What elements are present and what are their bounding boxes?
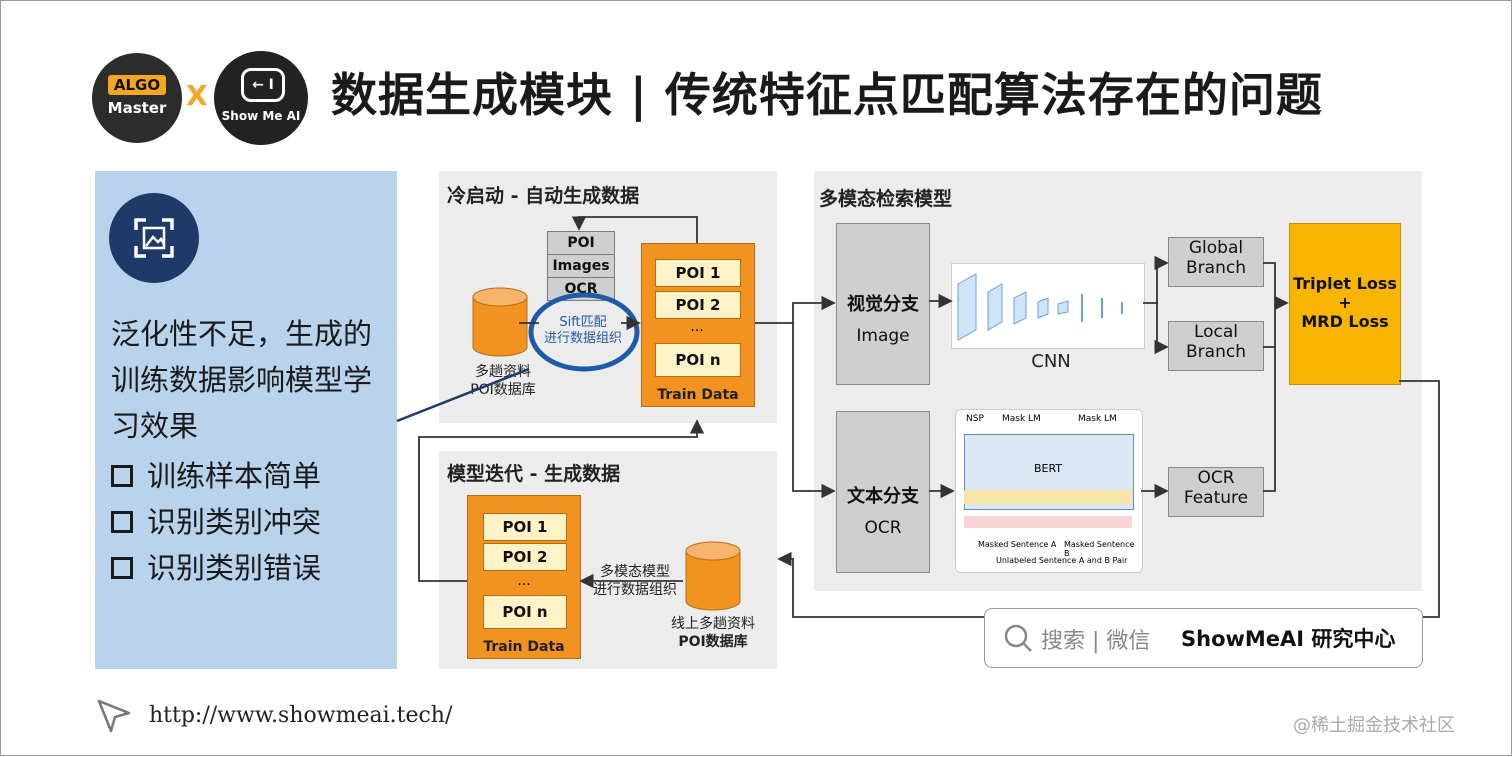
cross-mark: X — [186, 79, 208, 112]
text-branch-label: 文本分支 — [847, 486, 919, 507]
db-label: 线上多趟资料 — [671, 616, 755, 632]
footer-url[interactable]: http://www.showmeai.tech/ — [149, 703, 453, 728]
checkbox-icon — [111, 464, 133, 487]
loss-box: Triplet Loss + MRD Loss — [1289, 223, 1401, 385]
text-branch-box: 文本分支 OCR — [836, 411, 930, 573]
poi-doc: POI 1 — [483, 513, 567, 541]
showmeai-label: Show Me AI — [221, 109, 301, 123]
retrieval-title: 多模态检索模型 — [819, 188, 953, 210]
cnn-label: CNN — [1031, 351, 1071, 372]
ocr-feature-box: OCR Feature — [1168, 467, 1264, 517]
local-label: Local — [1193, 322, 1239, 342]
db-label: POI数据库 — [678, 634, 748, 650]
local-branch-box: Local Branch — [1168, 321, 1264, 371]
cnn-figure — [951, 263, 1145, 349]
visual-branch-box: 视觉分支 Image — [836, 223, 930, 385]
org-label: 多模态模型 — [600, 564, 670, 580]
loss-label: Triplet Loss — [1293, 274, 1397, 293]
poi-database-icon — [685, 541, 741, 611]
sift-label: 进行数据组织 — [543, 331, 622, 346]
algo-label: ALGO — [108, 75, 166, 95]
bullet-item: 识别类别冲突 — [111, 499, 321, 541]
ellipsis: ... — [690, 319, 704, 335]
sidebar-text: 泛化性不足，生成的训练数据影响模型学习效果 — [111, 317, 373, 443]
algo-master-logo: ALGO Master — [92, 53, 182, 143]
search-icon — [1004, 624, 1032, 652]
sift-label: Sift匹配 — [559, 315, 607, 330]
ocr-feature-label: OCR — [1197, 468, 1235, 488]
local-label: Branch — [1186, 342, 1246, 362]
stack-poi: POI — [547, 231, 615, 255]
robot-face-icon: ← I — [241, 68, 285, 102]
global-label: Branch — [1186, 258, 1246, 278]
text-branch-sub: OCR — [864, 518, 902, 538]
sift-highlight-ellipse — [528, 292, 640, 372]
loss-label: + — [1338, 293, 1352, 312]
checkbox-icon — [111, 556, 133, 579]
image-frame-icon — [109, 193, 199, 283]
iteration-title: 模型迭代 - 生成数据 — [447, 463, 621, 485]
wechat-search-text: 搜索 | 微信 — [1041, 629, 1151, 654]
poi-doc: POI 2 — [655, 291, 741, 319]
poi-database-icon — [472, 287, 528, 357]
sentence-a-label: Masked Sentence A — [978, 540, 1057, 549]
poi-doc: POI n — [655, 343, 741, 377]
poi-doc: POI 2 — [483, 543, 567, 571]
stack-images: Images — [547, 254, 615, 278]
bullet-label: 训练样本简单 — [147, 459, 322, 493]
cursor-icon — [97, 699, 131, 733]
poi-doc: POI n — [483, 595, 567, 629]
problem-sidebar: 泛化性不足，生成的训练数据影响模型学习效果 训练样本简单 识别类别冲突 识别类别… — [95, 171, 397, 669]
showmeai-logo: ← I Show Me AI — [214, 51, 308, 145]
ocr-feature-label: Feature — [1183, 488, 1249, 508]
cold-start-title: 冷启动 - 自动生成数据 — [447, 185, 640, 207]
bert-label: BERT — [1033, 462, 1063, 475]
cnn-layers-illustration — [957, 273, 1123, 341]
master-label: Master — [107, 99, 167, 117]
checkbox-icon — [111, 510, 133, 533]
train-data-label: Train Data — [483, 639, 565, 655]
page-title: 数据生成模块 | 传统特征点匹配算法存在的问题 — [331, 68, 1323, 122]
bullet-item: 识别类别错误 — [111, 545, 321, 587]
mask-label: Mask LM — [1002, 414, 1041, 424]
wechat-brand: ShowMeAI 研究中心 — [1181, 627, 1396, 651]
ellipsis: ... — [517, 573, 531, 589]
train-data-label: Train Data — [657, 387, 739, 403]
watermark: @稀土掘金技术社区 — [1293, 715, 1455, 736]
global-label: Global — [1188, 238, 1244, 258]
bert-figure: NSP Mask LM Mask LM BERT Masked Sentence… — [955, 409, 1143, 573]
db-label: 多趟资料 — [475, 364, 531, 380]
pair-label: Unlabeled Sentence A and B Pair — [996, 556, 1128, 565]
bullet-label: 识别类别冲突 — [147, 505, 322, 539]
embedding-row — [964, 490, 1132, 504]
global-branch-box: Global Branch — [1168, 237, 1264, 287]
bullet-label: 识别类别错误 — [147, 551, 322, 585]
poi-doc: POI 1 — [655, 259, 741, 287]
wechat-search-badge: 搜索 | 微信 ShowMeAI 研究中心 — [984, 608, 1423, 668]
sentence-b-label: Masked Sentence B — [1064, 540, 1135, 558]
visual-branch-label: 视觉分支 — [847, 294, 919, 315]
token-row — [964, 516, 1132, 528]
org-label: 进行数据组织 — [593, 582, 677, 598]
visual-branch-sub: Image — [856, 326, 910, 346]
loss-label: MRD Loss — [1301, 312, 1389, 331]
mask-label: Mask LM — [1078, 414, 1117, 424]
nsp-label: NSP — [966, 414, 984, 424]
bullet-item: 训练样本简单 — [111, 453, 321, 495]
